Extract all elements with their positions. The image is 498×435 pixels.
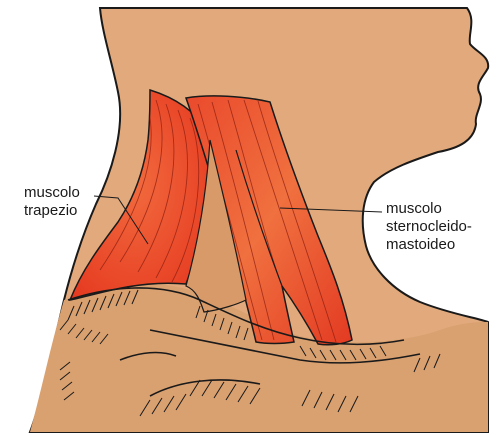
trapezius-label-line2: trapezio	[24, 202, 80, 220]
scm-label-line3: mastoideo	[386, 236, 472, 254]
trapezius-label-line1: muscolo	[24, 184, 80, 202]
scm-label-line1: muscolo	[386, 200, 472, 218]
scm-label: muscolo sternocleido- mastoideo	[386, 200, 472, 254]
scm-label-line2: sternocleido-	[386, 218, 472, 236]
trapezius-label: muscolo trapezio	[24, 184, 80, 220]
